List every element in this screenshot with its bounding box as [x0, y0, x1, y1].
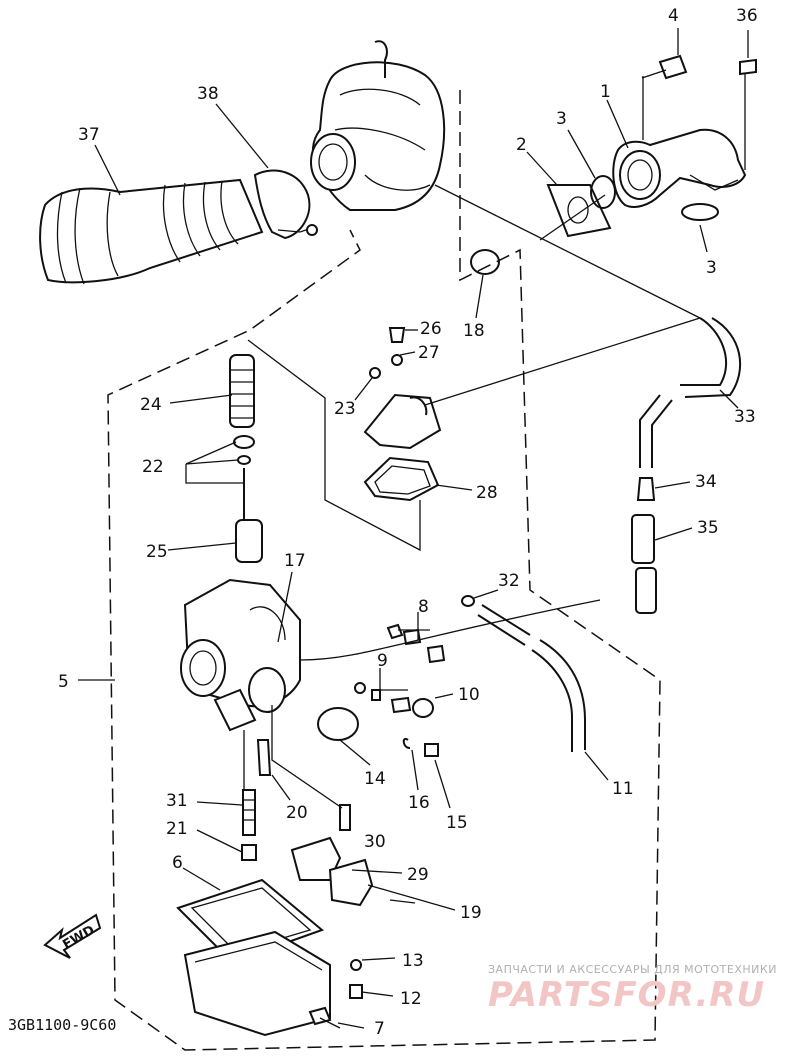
adjuster-screws-group	[317, 623, 446, 757]
callout-32: 32	[498, 571, 520, 591]
top-cover-group	[363, 327, 442, 502]
callout-28: 28	[476, 483, 498, 503]
throttle-slide-group	[229, 354, 263, 563]
callout-36: 36	[736, 6, 758, 26]
callout-4: 4	[668, 6, 679, 26]
carburetor-assembly-boundary	[107, 90, 661, 1051]
callout-1: 1	[600, 82, 611, 102]
callout-19: 19	[460, 903, 482, 923]
callout-25: 25	[146, 542, 168, 562]
callout-10: 10	[458, 685, 480, 705]
callout-20: 20	[286, 803, 308, 823]
jets-group	[241, 739, 351, 861]
callout-13: 13	[402, 951, 424, 971]
carburetor-top-view	[310, 40, 446, 211]
callout-2: 2	[516, 135, 527, 155]
callout-37: 37	[78, 125, 100, 145]
leader-lines	[78, 28, 749, 1029]
vent-hose	[461, 595, 586, 752]
callout-11: 11	[612, 779, 634, 799]
callout-24: 24	[140, 395, 162, 415]
callout-35: 35	[697, 518, 719, 538]
callout-labels: 1 2 3 3 4 5 6 7 8 9 10 11 12 13 14 15 16…	[58, 6, 758, 1039]
callout-31: 31	[166, 791, 188, 811]
callout-14: 14	[364, 769, 386, 789]
carburetor-body-side-view	[180, 578, 301, 732]
callout-15: 15	[446, 813, 468, 833]
callout-34: 34	[695, 472, 717, 492]
watermark: ЗАПЧАСТИ И АКСЕССУАРЫ ДЛЯ МОТОТЕХНИКИ PA…	[488, 963, 777, 1015]
callout-23: 23	[334, 399, 356, 419]
float-group	[290, 836, 416, 907]
air-intake-boot	[39, 178, 264, 285]
callout-22: 22	[142, 457, 164, 477]
callout-18: 18	[463, 321, 485, 341]
forward-direction-arrow	[43, 913, 102, 959]
watermark-brand: PARTSFOR.RU	[488, 975, 765, 1015]
callout-8: 8	[418, 597, 429, 617]
gasket-18	[470, 249, 500, 275]
callout-29: 29	[407, 865, 429, 885]
callout-38: 38	[197, 84, 219, 104]
callout-17: 17	[284, 551, 306, 571]
callout-3-lower: 3	[706, 258, 717, 278]
callout-16: 16	[408, 793, 430, 813]
callout-26: 26	[420, 319, 442, 339]
callout-3-upper: 3	[556, 109, 567, 129]
intake-manifold-group	[546, 54, 757, 238]
callout-6: 6	[172, 853, 183, 873]
callout-12: 12	[400, 989, 422, 1009]
fuel-hoses-right	[631, 317, 742, 614]
callout-21: 21	[166, 819, 188, 839]
callout-27: 27	[418, 343, 440, 363]
callout-33: 33	[734, 407, 756, 427]
hose-clamp	[253, 169, 318, 240]
figure-code: 3GB1100-9C60	[8, 1016, 116, 1034]
watermark-caption: ЗАПЧАСТИ И АКСЕССУАРЫ ДЛЯ МОТОТЕХНИКИ	[488, 963, 777, 976]
callout-30: 30	[364, 832, 386, 852]
callout-7: 7	[374, 1019, 385, 1039]
callout-9: 9	[377, 651, 388, 671]
float-chamber-group	[176, 878, 363, 1037]
callout-5: 5	[58, 672, 69, 692]
